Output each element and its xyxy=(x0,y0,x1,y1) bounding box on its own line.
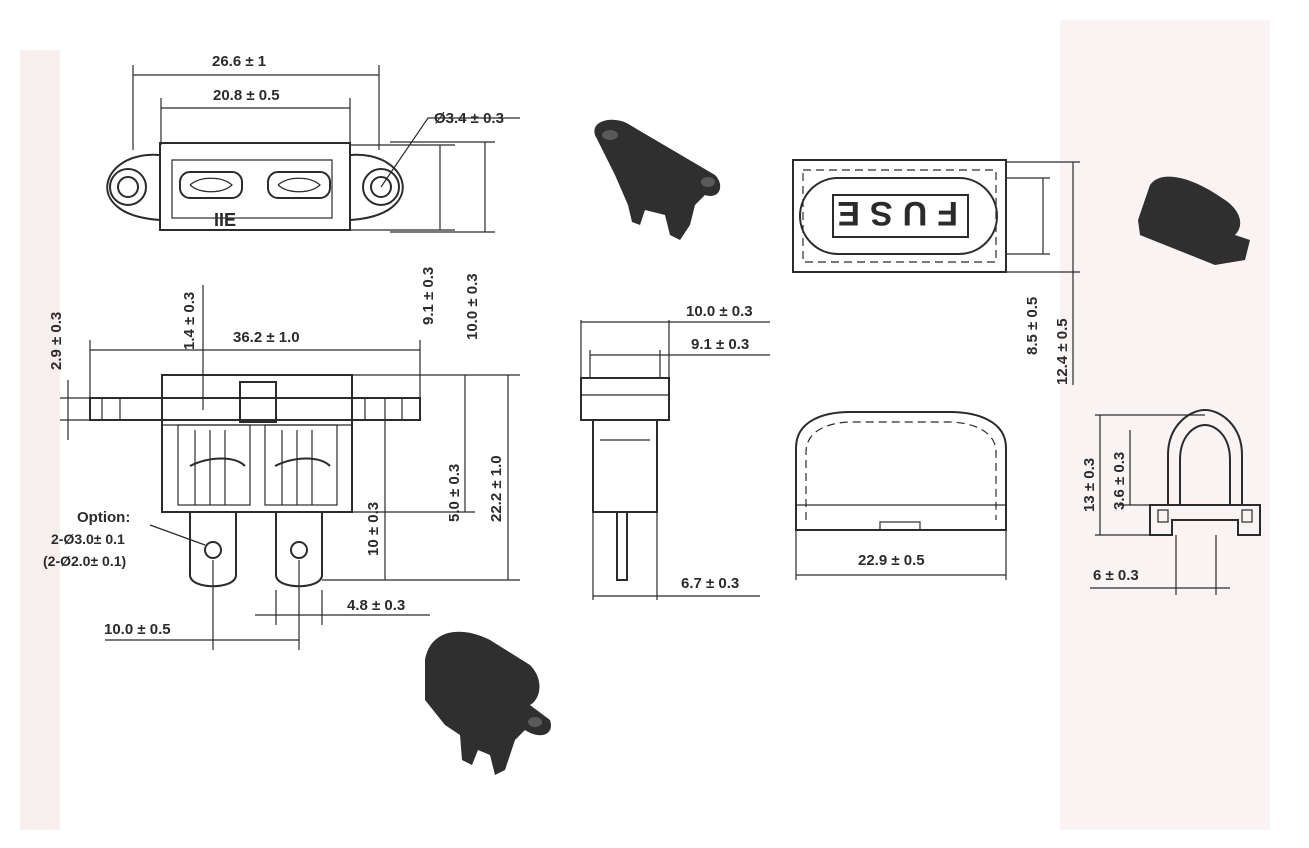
dim-side-width-inner: 9.1 ± 0.3 xyxy=(691,336,749,353)
dim-end-foot-height: 3.6 ± 0.3 xyxy=(1111,452,1128,510)
dim-front-total-height: 22.2 ± 1.0 xyxy=(488,455,505,522)
front-view: 36.2 ± 1.0 2.9 ± 0.3 1.4 ± 0.3 5.0 ± 0.3… xyxy=(43,285,520,650)
dim-front-upper-height: 5.0 ± 0.3 xyxy=(446,464,463,522)
dim-top-inner-width: 20.8 ± 0.5 xyxy=(213,87,280,104)
option-hole-size-a: 2-Ø3.0± 0.1 xyxy=(51,531,125,547)
dim-side-width-outer: 10.0 ± 0.3 xyxy=(686,303,753,320)
photo-cover-top-right xyxy=(1138,176,1250,265)
dim-front-width: 36.2 ± 1.0 xyxy=(233,329,300,346)
background-tint-right xyxy=(1060,20,1270,830)
photo-holder-top-middle xyxy=(594,119,721,240)
dim-terminal-length: 10 ± 0.3 xyxy=(365,502,382,556)
embossed-marking: IIE xyxy=(214,210,236,230)
dim-cover-width: 22.9 ± 0.5 xyxy=(858,552,925,569)
side-view: 10.0 ± 0.3 9.1 ± 0.3 6.7 ± 0.3 xyxy=(580,303,770,600)
dim-small-offset: 1.4 ± 0.3 xyxy=(181,292,198,350)
background-tint-left xyxy=(20,50,60,830)
dim-side-pin-offset: 6.7 ± 0.3 xyxy=(681,575,739,592)
dim-end-foot-width: 6 ± 0.3 xyxy=(1093,567,1139,584)
cover-front-view: 22.9 ± 0.5 xyxy=(795,411,1007,580)
dim-terminal-width: 4.8 ± 0.3 xyxy=(347,597,405,614)
dim-top-overall-width: 26.6 ± 1 xyxy=(212,53,266,70)
dim-cover-height-outer: 12.4 ± 0.5 xyxy=(1054,318,1071,385)
dim-top-height-inner: 9.1 ± 0.3 xyxy=(420,267,437,325)
dim-top-height-outer: 10.0 ± 0.3 xyxy=(464,273,481,340)
dim-cover-height-inner: 8.5 ± 0.5 xyxy=(1024,297,1041,355)
option-label: Option: xyxy=(77,509,130,526)
dim-terminal-pitch: 10.0 ± 0.5 xyxy=(104,621,171,638)
photo-holder-bottom xyxy=(425,631,551,775)
dim-hole-diameter: Ø3.4 ± 0.3 xyxy=(434,110,504,127)
dim-flange-thickness: 2.9 ± 0.3 xyxy=(48,312,65,370)
option-hole-size-b: (2-Ø2.0± 0.1) xyxy=(43,553,126,569)
top-view: IIE 26.6 ± 1 20.8 ± 0.5 Ø3.4 ± 0.3 9.1 ±… xyxy=(106,53,520,340)
dim-end-height: 13 ± 0.3 xyxy=(1081,458,1098,512)
cover-marking: FUSE xyxy=(827,194,958,232)
end-view: 13 ± 0.3 3.6 ± 0.3 6 ± 0.3 xyxy=(1081,408,1261,595)
cover-top-view: FUSE 8.5 ± 0.5 12.4 ± 0.5 xyxy=(792,159,1080,385)
